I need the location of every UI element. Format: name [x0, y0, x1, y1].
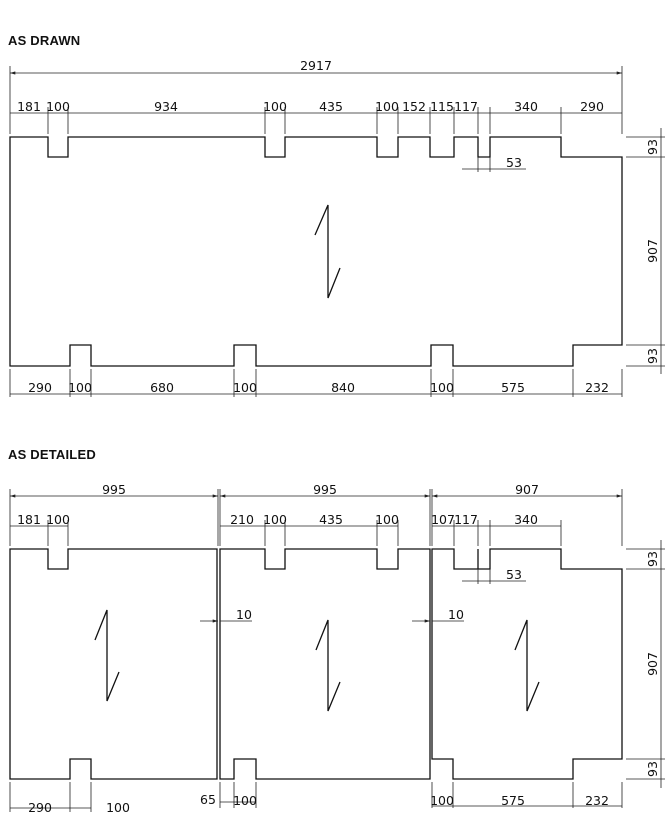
gap-dim-1: 10 [236, 607, 252, 622]
bottom-seg-4: 100 [233, 380, 257, 395]
slot-dim-label: 53 [506, 155, 522, 170]
bottom-seg-6: 100 [430, 380, 454, 395]
side-dim-detailed-1: 93 [645, 551, 660, 567]
bottom-seg-1: 290 [28, 380, 52, 395]
side-dim-detailed-2: 907 [645, 652, 660, 676]
break-symbol-panel-1 [94, 609, 120, 702]
top-seg-5: 435 [319, 99, 343, 114]
gap-dims: 10 10 [200, 607, 464, 623]
gap-dim-2: 10 [448, 607, 464, 622]
top-dim-chain-detailed: 181 100 210 100 435 100 107 117 340 [10, 512, 562, 546]
bottom-seg-5: 840 [331, 380, 355, 395]
side-dim-1: 93 [645, 139, 660, 155]
panel-3-outline [431, 548, 623, 780]
bottom-seg-3: 680 [150, 380, 174, 395]
as-detailed-drawing: 995 995 907 181 100 210 100 435 100 1 [9, 482, 665, 815]
break-symbol-panel-3 [514, 619, 540, 712]
overall-width-label: 2917 [300, 58, 332, 73]
bottom-seg-8: 232 [585, 380, 609, 395]
p2-bottom-1: 65 [200, 792, 216, 807]
p3-bottom-1: 100 [430, 793, 454, 808]
bottom-seg-2: 100 [68, 380, 92, 395]
slot-dim-detailed: 53 [462, 567, 526, 584]
panel-2-outline [219, 548, 431, 780]
top-dim-chain-drawn: 181 100 934 100 435 100 152 115 117 340 … [10, 99, 622, 134]
break-symbol-drawn [314, 204, 341, 299]
as-detailed-heading: AS DETAILED [8, 447, 96, 462]
p3-bottom-2: 575 [501, 793, 525, 808]
side-dim-2: 907 [645, 239, 660, 263]
panel-1-outline [9, 548, 218, 780]
p1-bottom-1: 290 [28, 800, 52, 815]
slab-outline-drawn [9, 136, 623, 367]
p2-bottom-2: 100 [233, 793, 257, 808]
bottom-dim-chain-drawn: 290 100 680 100 840 100 575 232 [9, 369, 623, 397]
as-drawn-drawing: 2917 181 100 934 100 435 100 152 115 117… [9, 58, 665, 397]
p1-bottom-2: 100 [106, 800, 130, 815]
bottom-dim-chain-detailed: 290 100 65 100 100 575 232 [9, 782, 623, 815]
bottom-seg-7: 575 [501, 380, 525, 395]
p2-top-1: 210 [230, 512, 254, 527]
p3-bottom-3: 232 [585, 793, 609, 808]
p2-top-3: 435 [319, 512, 343, 527]
panel-3-width: 907 [515, 482, 539, 497]
p2-top-2: 100 [263, 512, 287, 527]
p3-top-3: 340 [514, 512, 538, 527]
as-drawn-heading: AS DRAWN [8, 33, 81, 48]
side-dim-3: 93 [645, 348, 660, 364]
break-symbol-panel-2 [315, 619, 341, 712]
slot-dim-drawn: 53 [462, 155, 526, 172]
side-dim-chain-detailed: 93 907 93 [626, 540, 665, 788]
top-seg-2: 100 [46, 99, 70, 114]
top-seg-8: 115 [430, 99, 454, 114]
panel-width-dims: 995 995 907 [9, 482, 623, 546]
side-dim-detailed-3: 93 [645, 761, 660, 777]
side-dim-chain-drawn: 93 907 93 [626, 128, 665, 374]
top-seg-4: 100 [263, 99, 287, 114]
top-seg-11: 290 [580, 99, 604, 114]
top-seg-9: 117 [454, 99, 478, 114]
p3-top-2: 117 [454, 512, 478, 527]
p2-top-4: 100 [375, 512, 399, 527]
p3-top-1: 107 [431, 512, 455, 527]
top-seg-10: 340 [514, 99, 538, 114]
p1-top-1: 181 [17, 512, 41, 527]
top-seg-1: 181 [17, 99, 41, 114]
top-seg-6: 100 [375, 99, 399, 114]
slot-dim-label-detailed: 53 [506, 567, 522, 582]
panel-2-width: 995 [313, 482, 337, 497]
p1-top-2: 100 [46, 512, 70, 527]
panel-1-width: 995 [102, 482, 126, 497]
top-seg-3: 934 [154, 99, 178, 114]
top-seg-7: 152 [402, 99, 426, 114]
